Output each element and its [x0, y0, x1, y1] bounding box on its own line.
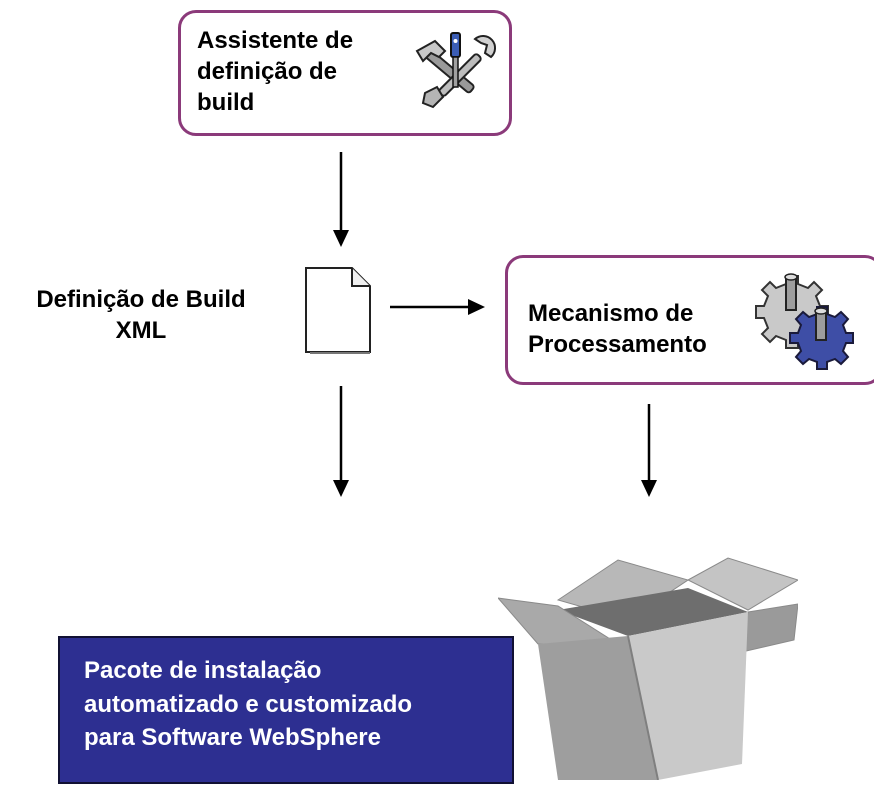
- arrow-definition-to-engine: [390, 299, 485, 315]
- document-icon: [305, 267, 371, 354]
- package-label-line-3: para Software WebSphere: [84, 724, 381, 752]
- engine-label-line-2: Processamento: [528, 331, 707, 359]
- package-label: Pacote de instalação automatizado e cust…: [84, 654, 412, 755]
- definition-label-line-1: Definição de Build: [36, 286, 246, 313]
- definition-label-line-2: XML: [115, 317, 167, 345]
- engine-label-line-1: Mecanismo de: [528, 300, 694, 327]
- definition-label: Definição de Build XML: [0, 284, 282, 346]
- arrow-engine-to-package: [641, 404, 657, 497]
- package-label-line-2: automatizado e customizado: [84, 690, 413, 718]
- arrow-wizard-to-definition: [333, 152, 349, 247]
- wizard-label-line-3: build: [197, 89, 255, 117]
- engine-node: Mecanismo de Processamento: [505, 255, 874, 385]
- package-box: Pacote de instalação automatizado e cust…: [58, 636, 514, 784]
- wizard-label-line-2: definição de: [197, 58, 338, 86]
- engine-label: Mecanismo de Processamento: [528, 298, 707, 360]
- wizard-label-line-1: Assistente de: [197, 27, 354, 54]
- tools-icon: [415, 32, 497, 109]
- wizard-node: Assistente de definição de build: [178, 10, 512, 136]
- box-icon: [498, 557, 798, 780]
- arrow-definition-to-package: [333, 386, 349, 497]
- wizard-label: Assistente de definição de build: [197, 25, 353, 119]
- package-label-line-1: Pacote de instalação: [84, 657, 322, 684]
- gears-icon: [755, 273, 854, 370]
